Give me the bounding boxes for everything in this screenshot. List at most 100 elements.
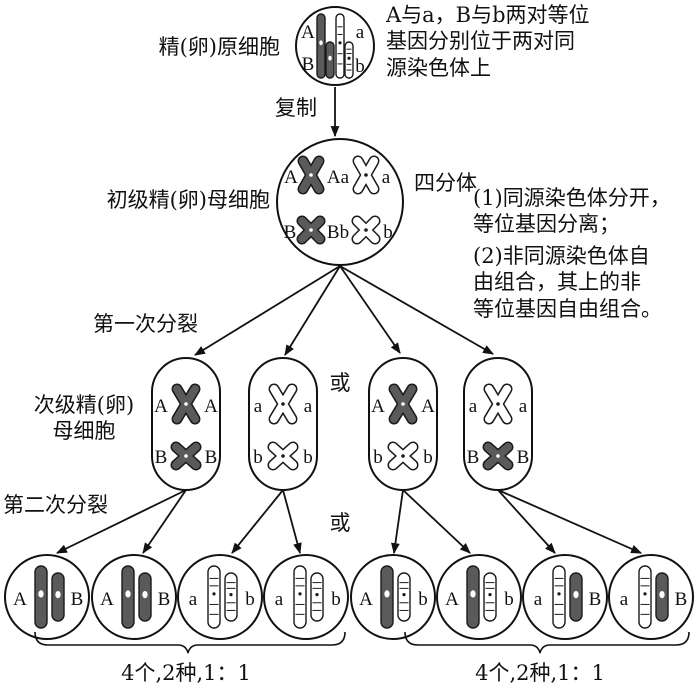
gene-label: A bbox=[359, 589, 373, 610]
chromosome bbox=[344, 41, 354, 79]
gene-label: A bbox=[13, 589, 27, 610]
right-chromosome-centromere bbox=[488, 593, 492, 597]
gene-label: B bbox=[467, 447, 480, 468]
left-chromosome-centromere bbox=[643, 592, 647, 596]
gamete-membrane bbox=[436, 554, 522, 640]
left-chromosome-centromere bbox=[557, 592, 561, 596]
secondary-cell-membrane bbox=[248, 357, 318, 491]
primary-cell-label: 初级精(卵)母细胞 bbox=[107, 188, 270, 212]
top-chromosome bbox=[268, 383, 298, 425]
gene-label: b bbox=[418, 589, 428, 610]
gene-label: B bbox=[302, 54, 315, 75]
gene-label: A bbox=[445, 589, 459, 610]
left-chromosome bbox=[293, 565, 307, 629]
gamete-membrane bbox=[91, 554, 177, 640]
gene-label: b bbox=[331, 589, 341, 610]
right-chromosome bbox=[310, 572, 324, 622]
gene-label: Aa bbox=[327, 167, 350, 188]
right-note-line-4: 由组合，其上的非 bbox=[473, 270, 641, 294]
gene-label: A bbox=[301, 22, 315, 43]
right-chromosome-centromere bbox=[55, 591, 61, 599]
gene-label: a bbox=[534, 589, 543, 610]
gene-label: b bbox=[373, 447, 383, 468]
right-chromosome bbox=[224, 572, 238, 622]
right-chromosome-arm bbox=[397, 572, 411, 622]
gene-label: b bbox=[355, 56, 365, 77]
chromosome bbox=[335, 13, 345, 79]
chromosome-centromere bbox=[347, 56, 351, 60]
bottom-chromosome bbox=[170, 441, 202, 471]
gene-label: B bbox=[517, 447, 530, 468]
division2-arrow-7 bbox=[497, 489, 556, 554]
chromosome-arm bbox=[344, 41, 354, 79]
left-chromosome-centromere bbox=[470, 590, 476, 598]
right-note-line-2: 等位基因分离； bbox=[473, 212, 620, 236]
division2-arrow-4 bbox=[282, 489, 302, 555]
left-chromosome bbox=[638, 565, 652, 629]
division1-arrow-1 bbox=[194, 265, 341, 356]
bottom-chromosome bbox=[482, 441, 514, 471]
gamete-membrane bbox=[177, 554, 263, 640]
left-bracket bbox=[34, 631, 346, 654]
duplicated-chromosome-centromere bbox=[309, 173, 313, 177]
division2-arrow-5 bbox=[391, 489, 404, 555]
top-chromosome-centromere bbox=[184, 402, 188, 406]
gene-label: B bbox=[71, 589, 84, 610]
first-division-label: 第一次分裂 bbox=[93, 312, 198, 336]
gene-label: a bbox=[189, 589, 198, 610]
gene-label: B bbox=[284, 222, 297, 243]
top-chromosome-centromere bbox=[281, 402, 285, 406]
tetrad-label: 四分体 bbox=[414, 171, 477, 195]
chromosome-centromere bbox=[319, 40, 323, 46]
left-chromosome-centromere bbox=[125, 590, 131, 598]
left-chromosome bbox=[207, 565, 221, 629]
chromosome-arm bbox=[335, 13, 345, 79]
second-division-label: 第二次分裂 bbox=[3, 493, 108, 517]
replication-label: 复制 bbox=[275, 96, 317, 120]
gene-label: a bbox=[620, 589, 629, 610]
gene-label: a bbox=[304, 396, 313, 417]
gene-label: b bbox=[303, 447, 313, 468]
gene-label: A bbox=[284, 167, 298, 188]
gene-label: B bbox=[205, 447, 218, 468]
bottom-chromosome-centromere bbox=[184, 454, 188, 458]
right-note-line-1: (1)同源染色体分开， bbox=[473, 186, 671, 210]
gamete-membrane bbox=[4, 554, 90, 640]
bottom-chromosome-centromere bbox=[281, 454, 285, 458]
secondary-cell-membrane bbox=[368, 357, 438, 491]
right-chromosome bbox=[569, 572, 583, 622]
right-chromosome bbox=[397, 572, 411, 622]
left-chromosome-centromere bbox=[298, 592, 302, 596]
gene-label: b bbox=[423, 447, 433, 468]
duplicated-chromosome-centromere bbox=[364, 173, 368, 177]
gene-label: A bbox=[100, 589, 114, 610]
top-note-line-1: A与a，B与b两对等位 bbox=[385, 3, 590, 27]
chromosome-arm bbox=[316, 13, 326, 79]
secondary-cell-membrane bbox=[463, 357, 533, 491]
right-chromosome-arm bbox=[483, 572, 497, 622]
division1-arrow-2 bbox=[284, 265, 341, 356]
duplicated-chromosome-centromere bbox=[364, 228, 368, 232]
left-chromosome-centromere bbox=[212, 592, 216, 596]
gene-label: A bbox=[371, 396, 385, 417]
chromosome-centromere bbox=[338, 41, 342, 45]
summary-right: 4个,2种,1：1 bbox=[475, 661, 605, 685]
duplicated-chromosome bbox=[352, 155, 380, 195]
or-label-2: 或 bbox=[330, 511, 351, 535]
bottom-chromosome-centromere bbox=[401, 454, 405, 458]
gene-label: a bbox=[356, 22, 365, 43]
right-chromosome-centromere bbox=[659, 591, 665, 599]
left-chromosome-centromere bbox=[384, 590, 390, 598]
left-chromosome bbox=[121, 565, 135, 629]
